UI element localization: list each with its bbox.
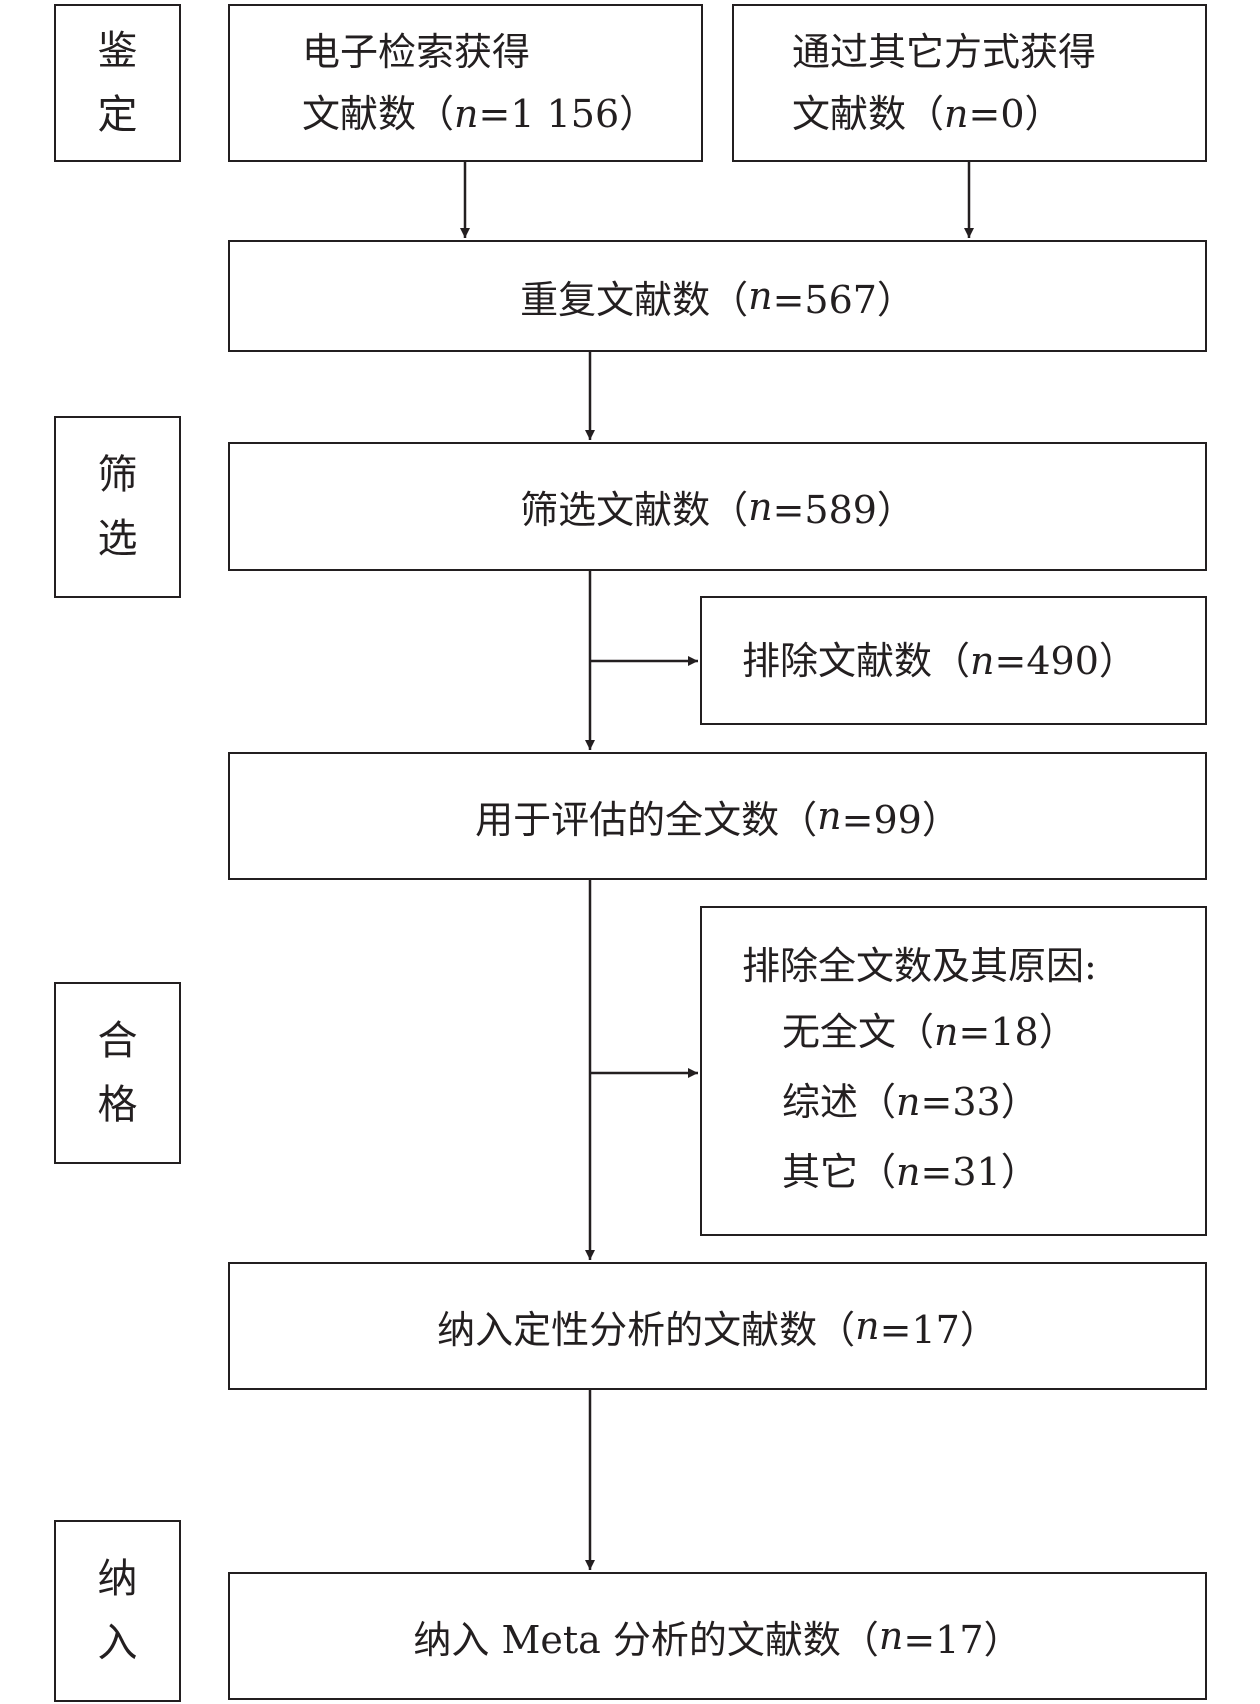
exclusion-reason: 其它（n=31）: [742, 1137, 1205, 1207]
text-pre: 筛选文献数（: [520, 488, 749, 532]
text-pre: 排除文献数（: [742, 638, 971, 683]
text-post: =17）: [879, 1307, 998, 1352]
box-line: 文献数（n=1 156）: [302, 83, 701, 145]
stage-eligibility: 合 格: [54, 982, 181, 1164]
box-electronic-search: 电子检索获得 文献数（n=1 156）: [228, 4, 703, 162]
box-fulltext-excluded: 排除全文数及其原因: 无全文（n=18） 综述（n=33） 其它（n=31）: [700, 906, 1207, 1236]
stage-char: 入: [97, 1620, 138, 1666]
text-post: =33）: [920, 1080, 1039, 1124]
stage-char: 格: [97, 1082, 138, 1128]
text-post: =99）: [841, 797, 960, 842]
exclusion-reason: 综述（n=33）: [742, 1067, 1205, 1137]
text-pre: 其它（: [782, 1150, 897, 1194]
n-symbol: n: [748, 484, 773, 529]
n-symbol: n: [878, 1614, 904, 1658]
n-symbol: n: [970, 638, 995, 683]
stage-char: 纳: [97, 1556, 138, 1602]
box-other-sources: 通过其它方式获得 文献数（n=0）: [732, 4, 1207, 162]
box-line: 电子检索获得: [302, 30, 531, 74]
stage-included: 纳 入: [54, 1520, 181, 1702]
n-symbol: n: [817, 794, 842, 838]
stage-screening: 筛 选: [54, 416, 181, 598]
exclusion-reason: 无全文（n=18）: [742, 997, 1205, 1067]
n-symbol: n: [934, 1010, 959, 1054]
exclusion-title: 排除全文数及其原因:: [742, 944, 1097, 988]
box-screened: 筛选文献数（n=589）: [228, 442, 1207, 571]
n-symbol: n: [896, 1150, 921, 1194]
text-post: =18）: [958, 1010, 1077, 1054]
text-post: =31）: [920, 1150, 1039, 1194]
box-qualitative: 纳入定性分析的文献数（n=17）: [228, 1262, 1207, 1390]
box-meta-analysis: 纳入 Meta 分析的文献数（n=17）: [228, 1572, 1207, 1700]
text-post: =1 156）: [478, 92, 658, 136]
stage-identification: 鉴 定: [54, 4, 181, 162]
box-fulltext-assessed: 用于评估的全文数（n=99）: [228, 752, 1207, 880]
text-post: =567）: [772, 277, 915, 322]
text-post: =490）: [994, 638, 1137, 683]
text-pre: 纳入 Meta 分析的文献数（: [413, 1617, 879, 1662]
box-line: 排除文献数（n=490）: [742, 630, 1205, 692]
text-pre: 文献数（: [792, 92, 945, 136]
text-pre: 纳入定性分析的文献数（: [437, 1307, 856, 1352]
text-post: =589）: [772, 488, 915, 532]
n-symbol: n: [454, 92, 479, 136]
box-duplicates: 重复文献数（n=567）: [228, 240, 1207, 352]
text-pre: 用于评估的全文数（: [475, 797, 818, 842]
stage-char: 定: [97, 92, 138, 138]
stage-char: 筛: [97, 452, 138, 498]
text-post: =17）: [903, 1617, 1022, 1662]
n-symbol: n: [944, 92, 969, 136]
text-pre: 文献数（: [302, 92, 455, 136]
box-excluded: 排除文献数（n=490）: [700, 596, 1207, 725]
text-pre: 综述（: [782, 1080, 897, 1124]
text-post: =0）: [968, 92, 1063, 136]
text-pre: 无全文（: [782, 1010, 935, 1054]
n-symbol: n: [748, 274, 773, 318]
box-line: 通过其它方式获得: [792, 30, 1097, 74]
text-pre: 重复文献数（: [520, 277, 749, 322]
n-symbol: n: [855, 1304, 880, 1348]
stage-char: 选: [97, 516, 138, 562]
stage-char: 鉴: [97, 28, 138, 74]
n-symbol: n: [896, 1080, 921, 1124]
stage-char: 合: [97, 1018, 138, 1064]
box-line: 文献数（n=0）: [792, 83, 1205, 145]
